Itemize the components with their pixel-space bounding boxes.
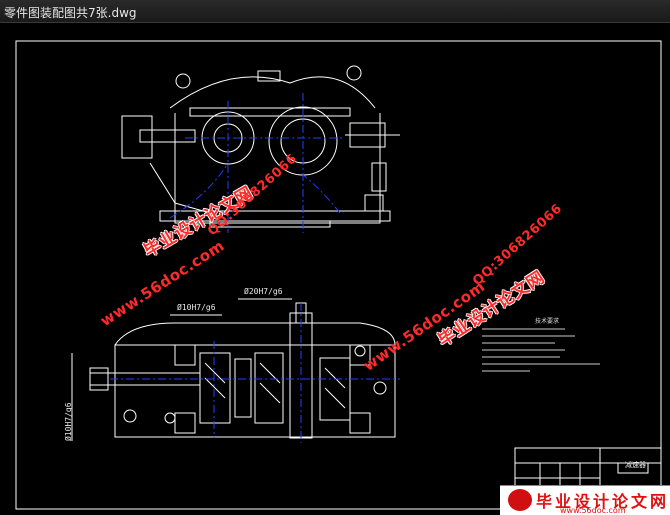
- dimension-label: Ø10H7/g6: [64, 402, 73, 441]
- cad-drawing: [15, 40, 662, 510]
- dimension-label: Ø10H7/g6: [177, 303, 216, 312]
- drawing-canvas[interactable]: Ø10H7/g6 Ø20H7/g6 Ø10H7/g6 技术要求 减速器: [0, 23, 670, 514]
- site-logo: 毕业设计论文网 www.56doc.com: [500, 485, 670, 515]
- tech-notes-lines: [482, 328, 600, 372]
- dimension-label: Ø20H7/g6: [244, 287, 283, 296]
- section-view-centerlines: [110, 303, 400, 443]
- sheet-frame: [15, 40, 662, 510]
- title-bar[interactable]: 零件图装配图共7张.dwg: [0, 0, 670, 23]
- window-title: 零件图装配图共7张.dwg: [4, 6, 137, 20]
- tech-notes-title: 技术要求: [535, 318, 560, 325]
- logo-icon: [508, 489, 532, 511]
- front-view-centerlines: [169, 93, 345, 233]
- logo-text: 毕业设计论文网: [536, 492, 670, 511]
- logo-url: www.56doc.com: [560, 506, 626, 515]
- front-view: [121, 65, 400, 228]
- title-block-label: 减速器: [625, 461, 646, 469]
- section-view: [71, 298, 396, 441]
